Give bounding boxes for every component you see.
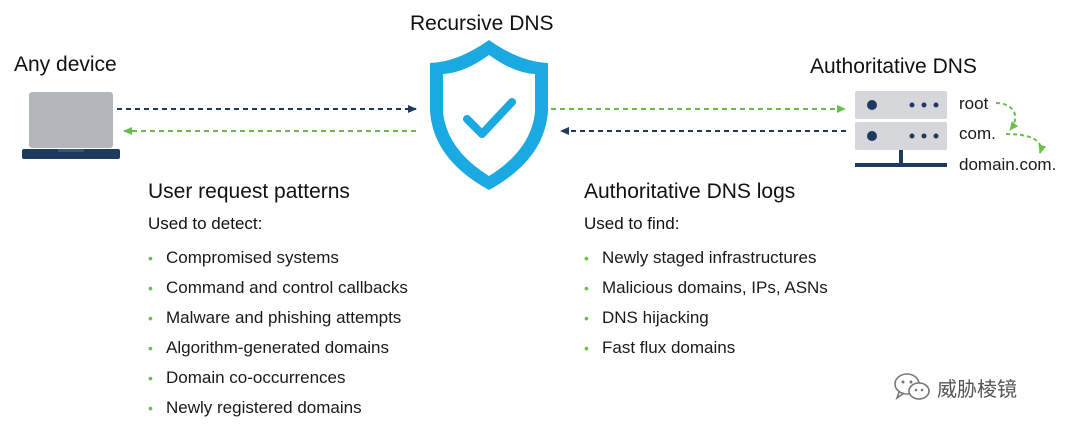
authoritative-dns-label: Authoritative DNS [810, 55, 977, 78]
detection-list: •Compromised systems •Command and contro… [148, 243, 408, 423]
list-item: •Domain co-occurrences [148, 363, 408, 393]
bullet: • [584, 250, 589, 266]
list-item: •Algorithm-generated domains [148, 333, 408, 363]
list-item: •Malicious domains, IPs, ASNs [584, 273, 828, 303]
bullet: • [584, 310, 589, 326]
server-label-domain: domain.com. [959, 155, 1057, 174]
list-item: •DNS hijacking [584, 303, 828, 333]
authoritative-logs-panel: Authoritative DNS logs Used to find: •Ne… [584, 180, 828, 363]
list-item: •Command and control callbacks [148, 273, 408, 303]
panel-heading: Authoritative DNS logs [584, 180, 796, 203]
user-request-panel: User request patterns Used to detect: •C… [148, 180, 408, 423]
bullet: • [584, 340, 589, 356]
bullet: • [148, 250, 153, 266]
list-item: •Newly staged infrastructures [584, 243, 828, 273]
bullet: • [148, 340, 153, 356]
watermark: 威胁棱镜 [893, 372, 1017, 402]
bullet: • [148, 310, 153, 326]
server-label-root: root [959, 94, 989, 113]
list-item: •Malware and phishing attempts [148, 303, 408, 333]
server-stack-icon [855, 91, 947, 167]
bullet: • [148, 280, 153, 296]
watermark-text: 威胁棱镜 [937, 378, 1017, 401]
recursive-dns-label: Recursive DNS [410, 12, 554, 35]
bullet: • [148, 370, 153, 386]
panel-subheading: Used to detect: [148, 214, 263, 233]
bullet: • [148, 400, 153, 416]
root-to-com-arrow [995, 102, 1019, 131]
server-label-com: com. [959, 124, 996, 143]
list-item: •Fast flux domains [584, 333, 828, 363]
list-item: •Newly registered domains [148, 393, 408, 423]
shield-check-icon [430, 40, 548, 190]
bullet: • [584, 280, 589, 296]
device-label: Any device [14, 53, 117, 76]
com-to-domain-arrow [1005, 133, 1047, 154]
list-item: •Compromised systems [148, 243, 408, 273]
findings-list: •Newly staged infrastructures •Malicious… [584, 243, 828, 363]
laptop-icon [22, 92, 120, 159]
panel-heading: User request patterns [148, 180, 350, 203]
panel-subheading: Used to find: [584, 214, 680, 233]
wechat-icon [894, 373, 930, 401]
